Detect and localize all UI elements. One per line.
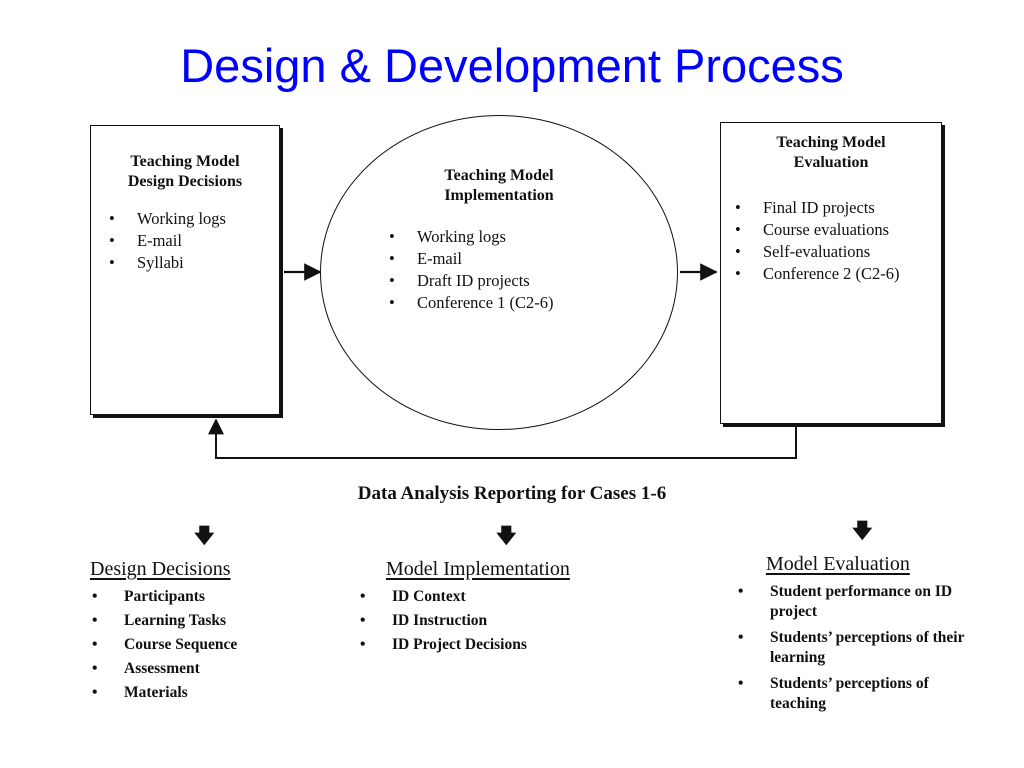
node-implementation: Teaching Model Implementation Working lo… xyxy=(320,115,678,430)
down-arrow-icon: 🡇 xyxy=(496,523,517,547)
reporting-item: Learning Tasks xyxy=(90,609,310,633)
reporting-item: Students’ perceptions of teaching xyxy=(736,674,988,714)
reporting-column-heading: Design Decisions xyxy=(90,558,231,580)
node-design-item: E-mail xyxy=(103,230,279,252)
node-implementation-item: Working logs xyxy=(383,226,677,248)
node-design-items: Working logs E-mail Syllabi xyxy=(103,208,279,274)
node-evaluation-items: Final ID projects Course evaluations Sel… xyxy=(729,197,933,285)
reporting-column-implementation: 🡇 Model Implementation ID Context ID Ins… xyxy=(358,525,628,657)
down-arrow-icon: 🡇 xyxy=(194,523,215,547)
node-design-decisions: Teaching Model Design Decisions Working … xyxy=(90,125,280,415)
reporting-item: ID Context xyxy=(358,585,628,609)
reporting-item: ID Instruction xyxy=(358,609,628,633)
node-evaluation-heading: Teaching Model Evaluation xyxy=(776,134,886,171)
node-implementation-item: Draft ID projects xyxy=(383,270,677,292)
node-implementation-items: Working logs E-mail Draft ID projects Co… xyxy=(383,226,677,314)
down-arrow-icon: 🡇 xyxy=(852,518,873,542)
node-implementation-item: E-mail xyxy=(383,248,677,270)
reporting-column-items: Participants Learning Tasks Course Seque… xyxy=(90,585,310,705)
reporting-column-design: 🡇 Design Decisions Participants Learning… xyxy=(90,525,310,705)
reporting-item: Student performance on ID project xyxy=(736,582,988,622)
reporting-column-items: ID Context ID Instruction ID Project Dec… xyxy=(358,585,628,657)
reporting-column-items: Student performance on ID project Studen… xyxy=(736,582,988,714)
reporting-column-evaluation: 🡇 Model Evaluation Student performance o… xyxy=(736,520,988,720)
reporting-item: ID Project Decisions xyxy=(358,633,628,657)
node-design-item: Working logs xyxy=(103,208,279,230)
node-design-heading: Teaching Model Design Decisions xyxy=(127,153,243,190)
reporting-item: Course Sequence xyxy=(90,633,310,657)
node-implementation-item: Conference 1 (C2-6) xyxy=(383,292,677,314)
node-evaluation-item: Final ID projects xyxy=(729,197,933,219)
node-implementation-heading: Teaching Model Implementation xyxy=(444,167,554,204)
reporting-column-heading: Model Evaluation xyxy=(766,553,910,575)
node-evaluation-item: Course evaluations xyxy=(729,219,933,241)
reporting-heading: Data Analysis Reporting for Cases 1-6 xyxy=(357,483,667,504)
reporting-item: Materials xyxy=(90,681,310,705)
reporting-column-heading: Model Implementation xyxy=(386,558,570,580)
reporting-item: Assessment xyxy=(90,657,310,681)
reporting-item: Students’ perceptions of their learning xyxy=(736,628,988,668)
slide-title: Design & Development Process xyxy=(180,39,844,92)
node-evaluation: Teaching Model Evaluation Final ID proje… xyxy=(720,122,942,424)
node-design-item: Syllabi xyxy=(103,252,279,274)
feedback-loop-evaluation-to-design xyxy=(208,418,797,459)
node-evaluation-item: Conference 2 (C2-6) xyxy=(729,263,933,285)
node-evaluation-item: Self-evaluations xyxy=(729,241,933,263)
reporting-item: Participants xyxy=(90,585,310,609)
